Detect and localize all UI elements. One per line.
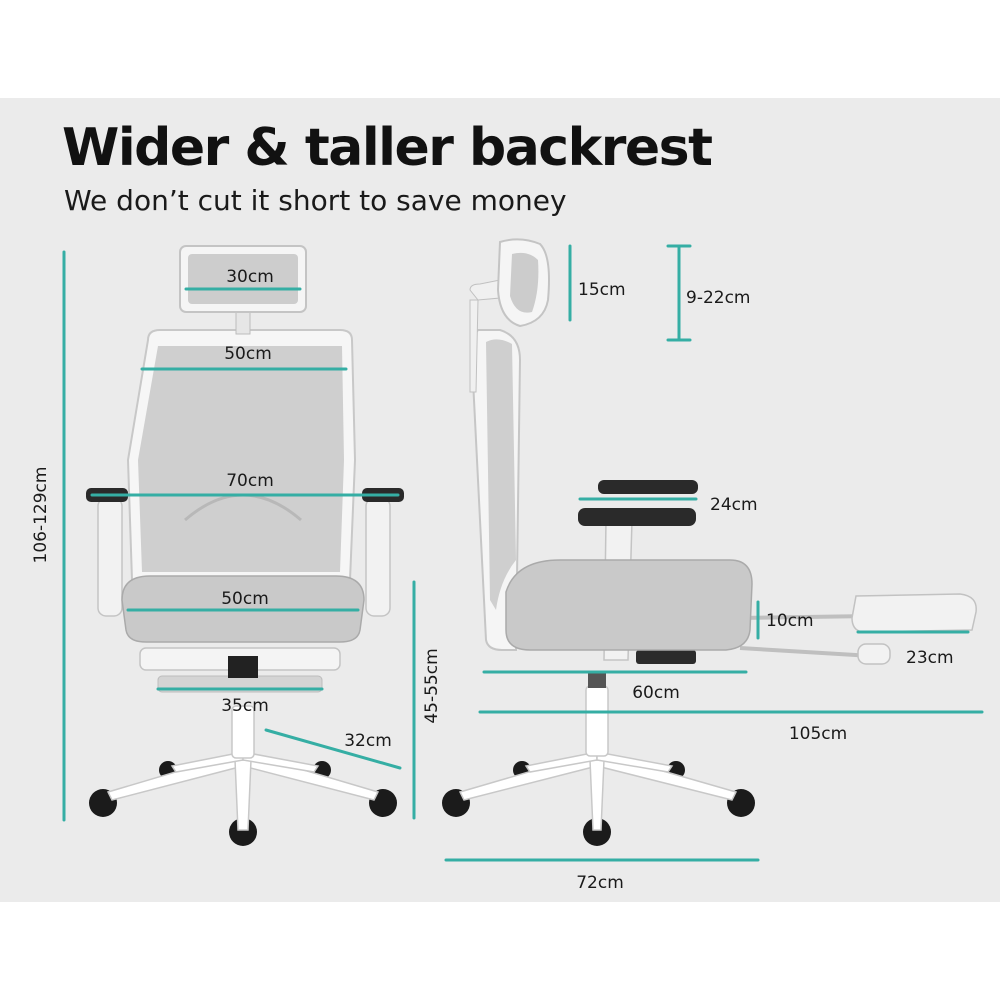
footrest-width-label: 35cm xyxy=(221,696,269,716)
seat-width-label: 50cm xyxy=(221,589,269,609)
overall-height-label: 106-129cm xyxy=(31,467,51,564)
headrest-width-label: 30cm xyxy=(226,267,274,287)
overall-depth-label: 105cm xyxy=(789,724,847,744)
headrest-adjust-label: 9-22cm xyxy=(686,288,751,308)
armrest-span-label: 70cm xyxy=(226,471,274,491)
footrest-depth-label: 23cm xyxy=(906,648,954,668)
subheadline: We don’t cut it short to save money xyxy=(64,184,567,217)
front-chair-illustration xyxy=(86,245,404,846)
backrest-width-label: 50cm xyxy=(224,344,272,364)
base-width-label: 72cm xyxy=(576,873,624,893)
dimension-labels: 30cm 50cm 70cm 50cm 35cm 32cm 106-129cm … xyxy=(31,267,954,893)
seat-height-label: 45-55cm xyxy=(422,648,442,723)
armrest-adjust-label: 24cm xyxy=(710,495,758,515)
dimension-lines xyxy=(62,244,984,862)
side-chair-illustration xyxy=(442,238,977,846)
seat-thickness-label: 10cm xyxy=(766,611,814,631)
base-leg-label: 32cm xyxy=(344,731,392,751)
headline: Wider & taller backrest xyxy=(62,118,713,178)
headrest-height-label: 15cm xyxy=(578,280,626,300)
seat-depth-label: 60cm xyxy=(632,683,680,703)
